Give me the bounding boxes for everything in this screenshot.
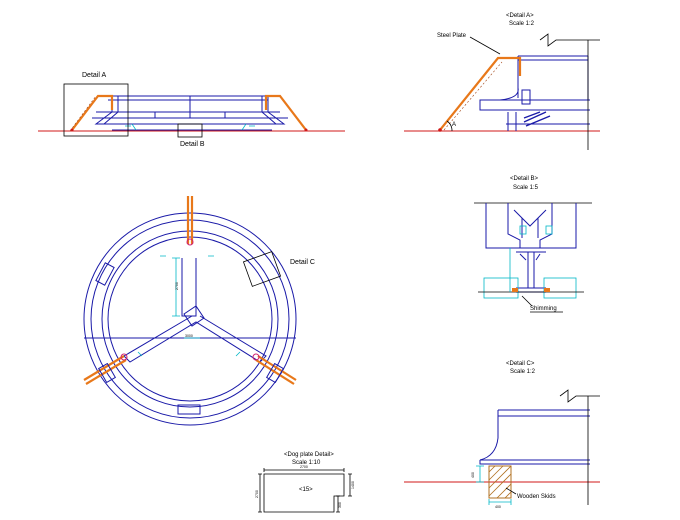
detail-a-callout-label: Detail A <box>82 72 106 79</box>
break-line <box>559 389 600 505</box>
detail-c-callout-label: Detail C <box>290 259 315 266</box>
plan-dim-arm: 2700 <box>175 282 179 290</box>
leader-line <box>505 487 517 495</box>
anchor-point <box>438 128 442 132</box>
skid-hatch <box>488 465 512 499</box>
detail-a-bracket <box>521 89 531 105</box>
detail-c-dims <box>476 465 512 505</box>
steel-plate-hatch <box>443 61 503 131</box>
right-saddle <box>261 96 286 125</box>
dog-plate-dims <box>258 468 352 513</box>
dog-plate-dim-small: 300 <box>338 502 342 508</box>
detail-c-tank-section <box>479 409 590 465</box>
dog-plate-scale: Scale 1:10 <box>292 460 321 466</box>
wooden-skid <box>488 465 512 499</box>
arm-lower <box>123 315 267 363</box>
detail-b-bolt <box>545 225 553 235</box>
angle-label: A <box>452 122 456 128</box>
dog-plate-outline <box>263 473 345 513</box>
detail-b-scale: Scale 1:5 <box>513 185 539 191</box>
detail-c-scale: Scale 1:2 <box>510 369 536 375</box>
lashing-left-b <box>85 359 127 385</box>
detail-a-view: <Detail A> Scale 1:2 A Steel Plate <box>404 13 600 150</box>
detail-b-web <box>513 209 547 238</box>
lashing-right <box>257 355 297 381</box>
dog-plate-center-label: <15> <box>299 487 313 493</box>
lug-right <box>252 353 260 361</box>
detail-a-tank-edge <box>517 55 589 100</box>
dog-plate-dim-right: 1400 <box>351 481 355 489</box>
break-line <box>539 33 600 47</box>
angle-arc <box>446 120 453 132</box>
detail-a-title: <Detail A> <box>506 13 534 19</box>
elevation-view: Detail A Detail B <box>38 72 345 148</box>
plan-view: Detail C 2700 3000 <box>83 196 315 426</box>
lashing-left <box>83 355 125 381</box>
detail-b-callout-label: Detail B <box>180 141 205 148</box>
detail-a-base <box>506 112 590 131</box>
dog-plate-title: <Dog plate Detail> <box>284 452 334 458</box>
dog-plate-view: <Dog plate Detail> Scale 1:10 <15> 2700 … <box>255 452 355 513</box>
shim-left <box>512 288 518 292</box>
detail-b-title: <Detail B> <box>510 176 539 182</box>
wooden-skids-label: Wooden Skids <box>517 494 556 500</box>
lug-top <box>186 238 194 246</box>
detail-a-weld-marks <box>523 111 551 127</box>
skid-right-low <box>265 362 285 384</box>
skid-left <box>95 262 115 286</box>
arm-hub <box>183 305 205 327</box>
steel-plate-right <box>264 94 307 131</box>
dog-plate-dim-left: 2700 <box>255 490 259 498</box>
plan-dim-horizontal: 3000 <box>185 334 193 338</box>
inner-ring-inner <box>107 236 273 402</box>
detail-a-callout-box <box>63 83 129 137</box>
detail-b-i-beam <box>516 247 546 293</box>
detail-c-view: <Detail C> Scale 1:2 400 400 Wooden Skid… <box>404 361 600 509</box>
skid-left-low <box>97 362 117 384</box>
anchor-point <box>70 128 74 132</box>
outer-ring <box>83 212 297 426</box>
lug-left <box>120 353 128 361</box>
steel-plate-left <box>71 94 114 131</box>
detail-b-callout-box <box>177 123 203 138</box>
detail-a-scale: Scale 1:2 <box>509 21 535 27</box>
shimming-label: Shimming <box>530 306 557 312</box>
detail-b-saddle <box>507 203 553 248</box>
detail-c-dim-height: 400 <box>471 472 475 478</box>
dog-plate-dim-top: 2700 <box>300 465 308 469</box>
shim-right <box>544 288 550 292</box>
detail-b-view: <Detail B> Scale 1:5 Shimming <box>474 176 592 313</box>
steel-plate-label: Steel Plate <box>437 33 467 39</box>
detail-b-bolt <box>519 225 527 235</box>
detail-b-beam-ribs <box>519 253 541 261</box>
leader-line <box>469 36 501 55</box>
detail-a-steel-plate <box>439 56 522 131</box>
plan-dimension-lines <box>137 255 241 357</box>
anchor-point <box>304 128 308 132</box>
detail-c-dim-width: 400 <box>495 505 501 509</box>
detail-c-callout-box <box>242 251 282 287</box>
detail-a-saddle <box>479 87 590 111</box>
dimension-marks <box>125 123 255 131</box>
arm-top <box>181 258 197 317</box>
skid-bottom <box>177 404 201 415</box>
lashing-right-b <box>255 359 295 385</box>
leader-line <box>521 295 533 307</box>
steel-plate-left-hatch <box>69 95 97 132</box>
detail-c-title: <Detail C> <box>506 361 535 367</box>
inner-ring <box>101 230 279 408</box>
outer-ring-inner <box>90 219 290 419</box>
